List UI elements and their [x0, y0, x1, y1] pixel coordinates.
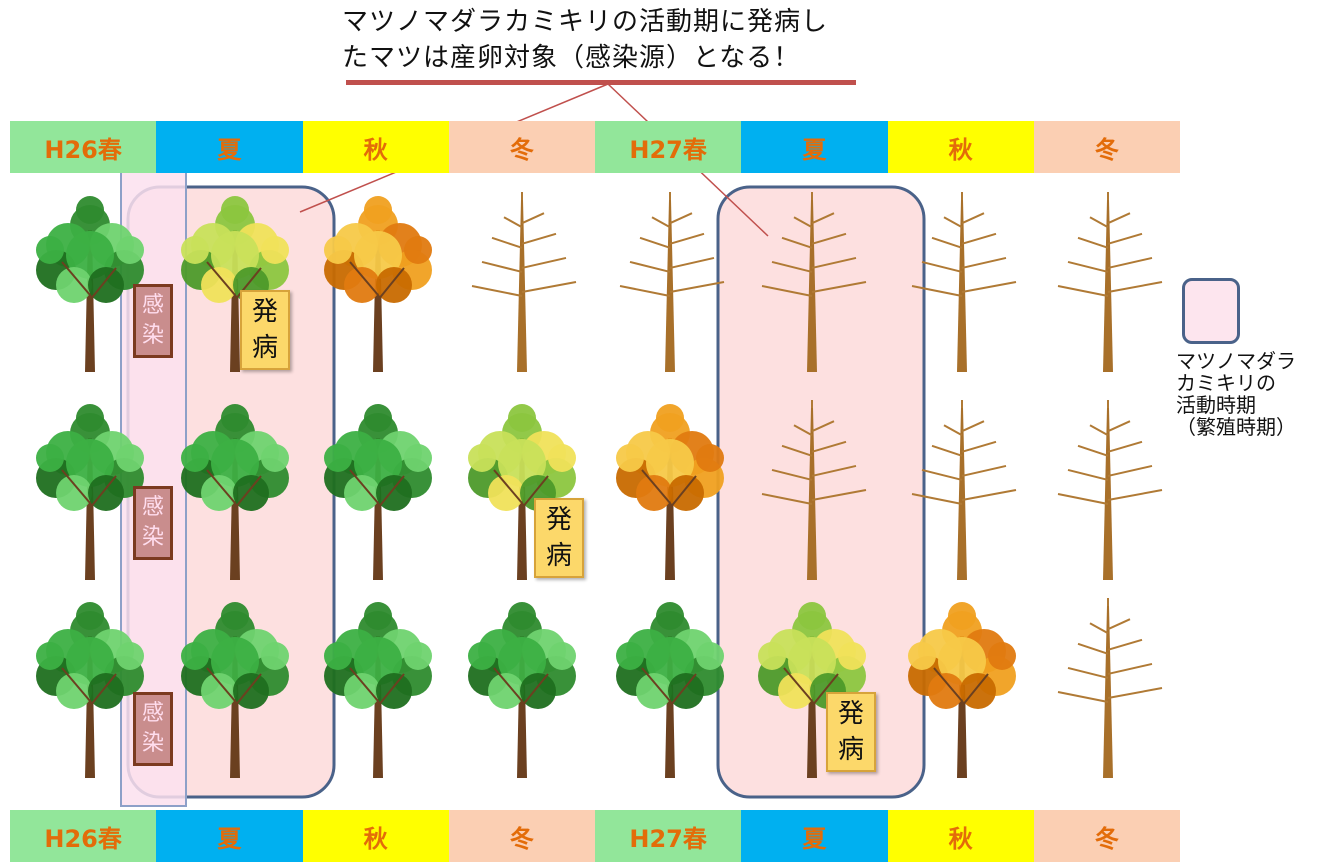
season-cell: 冬 [1033, 810, 1180, 862]
season-cell: H26春 [10, 810, 157, 862]
dead-pine-tree [761, 192, 867, 372]
orange-pine-tree [616, 404, 724, 580]
dead-pine-tree [619, 192, 725, 372]
callout-line-2: たマツは産卵対象（感染源）となる！ [342, 43, 801, 73]
infection-tag-char-2: 染 [141, 731, 164, 756]
infection-tag-row-2: 感 染 [133, 486, 173, 560]
dead-pine-tree [1057, 192, 1163, 372]
season-cell: 秋 [887, 121, 1034, 173]
legend-label: マツノマダラ カミキリの 活動時期 （繁殖時期） [1176, 350, 1321, 438]
orange-pine-tree [908, 602, 1016, 778]
green-pine-tree [324, 404, 432, 580]
legend-swatch [1182, 278, 1240, 344]
callout-underline [346, 80, 856, 85]
yellow-pine-tree [758, 602, 866, 778]
infection-tag-row-1: 感 染 [133, 284, 173, 358]
legend-line-3: 活動時期 [1176, 393, 1256, 417]
season-cell: 夏 [156, 810, 303, 862]
orange-pine-tree [324, 196, 432, 372]
green-pine-tree [616, 602, 724, 778]
season-cell: H27春 [595, 810, 742, 862]
disease-tag-row-2: 発 病 [534, 498, 584, 578]
dead-pine-tree [471, 192, 577, 372]
disease-tag-row-1: 発 病 [240, 290, 290, 370]
season-cell: H27春 [595, 121, 742, 173]
yellow-pine-tree [468, 404, 576, 580]
disease-tag-char-2: 病 [545, 541, 572, 571]
infection-tag-char-1: 感 [141, 495, 164, 520]
dead-pine-tree [911, 400, 1017, 580]
legend-line-4: （繁殖時期） [1176, 415, 1296, 439]
green-pine-tree [324, 602, 432, 778]
disease-tag-char-2: 病 [837, 735, 864, 765]
green-pine-tree [181, 602, 289, 778]
dead-pine-tree [1057, 400, 1163, 580]
infection-tag-char-1: 感 [141, 293, 164, 318]
legend-line-1: マツノマダラ [1176, 349, 1296, 373]
tree-grid [36, 192, 1163, 778]
infection-tag-char-1: 感 [141, 701, 164, 726]
disease-tag-char-2: 病 [251, 333, 278, 363]
season-cell: 冬 [1033, 121, 1180, 173]
green-pine-tree [181, 404, 289, 580]
season-cell: 冬 [448, 810, 595, 862]
season-cell: 夏 [741, 121, 888, 173]
green-pine-tree [36, 404, 144, 580]
infection-tag-row-3: 感 染 [133, 692, 173, 766]
green-pine-tree [36, 196, 144, 372]
infection-tag-char-2: 染 [141, 525, 164, 550]
disease-tag-char-1: 発 [545, 505, 572, 535]
legend-line-2: カミキリの [1176, 371, 1276, 395]
dead-pine-tree [761, 400, 867, 580]
disease-tag-char-1: 発 [251, 297, 278, 327]
season-cell: 冬 [448, 121, 595, 173]
season-cell: H26春 [10, 121, 157, 173]
green-pine-tree [36, 602, 144, 778]
disease-tag-char-1: 発 [837, 699, 864, 729]
season-cell: 秋 [887, 810, 1034, 862]
season-cell: 夏 [741, 810, 888, 862]
season-cell: 秋 [302, 810, 449, 862]
season-cell: 秋 [302, 121, 449, 173]
callout-line-1: マツノマダラカミキリの活動期に発病し [342, 7, 829, 37]
green-pine-tree [468, 602, 576, 778]
disease-tag-row-3: 発 病 [826, 692, 876, 772]
season-cell: 夏 [156, 121, 303, 173]
dead-pine-tree [1057, 598, 1163, 778]
dead-pine-tree [911, 192, 1017, 372]
callout-text: マツノマダラカミキリの活動期に発病し たマツは産卵対象（感染源）となる！ [342, 4, 902, 76]
infection-tag-char-2: 染 [141, 323, 164, 348]
